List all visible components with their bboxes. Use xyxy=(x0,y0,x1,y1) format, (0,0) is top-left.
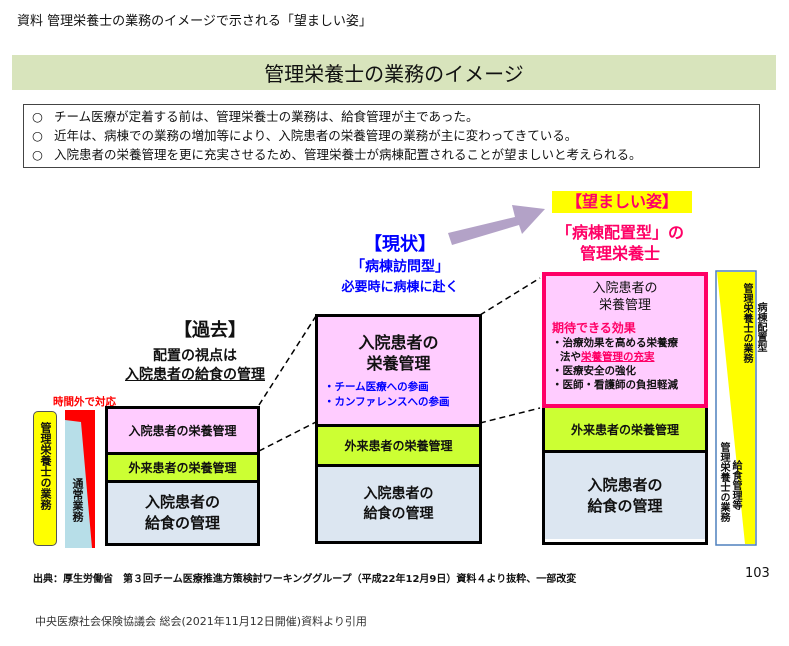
summary-item: ○ 入院患者の栄養管理を更に充実させるため、管理栄養士が病棟配置されることが望ま… xyxy=(32,145,751,164)
current-heading: 【現状】 xyxy=(364,234,436,255)
source-note: 出典：厚生労働省 第３回チーム医療推進方策検討ワーキンググループ（平成22年12… xyxy=(33,574,577,585)
progress-arrow-icon xyxy=(448,205,545,245)
ward-deployment-area xyxy=(717,272,755,544)
dietitian-work-label: 管理栄養士の業務 xyxy=(33,411,57,546)
circle-bullet-icon: ○ xyxy=(32,128,43,143)
effects-list: ・治療効果を高める栄養療 法や栄養管理の充実 ・医療安全の強化 ・医師・看護師の… xyxy=(552,336,698,392)
summary-item: ○ チーム医療が定着する前は、管理栄養士の業務は、給食管理が主であった。 xyxy=(32,107,751,126)
block-label: 外来患者の栄養管理 xyxy=(128,461,237,475)
past-sub1: 配置の視点は xyxy=(153,348,237,364)
block-label: 給食の管理 xyxy=(587,497,663,515)
summary-text: 入院患者の栄養管理を更に充実させるため、管理栄養士が病棟配置されることが望ましい… xyxy=(54,147,642,162)
current-activities: ・チーム医療への参画 ・カンファレンスへの参画 xyxy=(318,380,449,410)
current-type: 「病棟訪問型」 xyxy=(351,259,449,275)
desired-outpatient-nutrition: 外来患者の栄養管理 xyxy=(545,408,705,450)
effects-title: 期待できる効果 xyxy=(552,321,636,335)
block-label: 入院患者の xyxy=(363,486,434,502)
workload-wedge xyxy=(715,270,757,546)
block-label: 給食の管理 xyxy=(363,506,434,522)
past-inpatient-nutrition: 入院患者の栄養管理 xyxy=(108,409,257,452)
past-meal-management: 入院患者の 給食の管理 xyxy=(108,480,257,543)
past-outpatient-nutrition: 外来患者の栄養管理 xyxy=(108,452,257,480)
block-label: 入院患者の栄養管理 xyxy=(128,424,237,438)
document-caption: 資料 管理栄養士の業務のイメージで示される「望ましい姿」 xyxy=(17,14,372,29)
past-stack: 入院患者の栄養管理 外来患者の栄養管理 入院患者の 給食の管理 xyxy=(105,406,260,546)
regular-work-label: 通常業務 xyxy=(71,478,84,522)
block-label: 栄養管理 xyxy=(366,353,431,373)
title-band: 管理栄養士の業務のイメージ xyxy=(12,55,776,90)
block-label: 入院患者の xyxy=(144,493,220,511)
connector-line xyxy=(258,315,317,406)
connector-line xyxy=(479,277,541,316)
wedge-upper-a: 管理栄養士の業務 xyxy=(741,283,752,363)
wedge-lower-b: 給食管理等 xyxy=(730,460,741,510)
desired-type-line2: 管理栄養士 xyxy=(579,244,660,263)
overtime-wedge xyxy=(65,410,95,548)
overtime-label: 時間外で対応 xyxy=(53,396,116,408)
effect-text: 法や xyxy=(560,351,581,363)
current-inpatient-nutrition: 入院患者の 栄養管理 ・チーム医療への参画 ・カンファレンスへの参画 xyxy=(318,317,479,424)
page-title: 管理栄養士の業務のイメージ xyxy=(264,62,524,86)
dietitian-work-text: 管理栄養士の業務 xyxy=(39,422,52,510)
workload-bar xyxy=(65,410,95,548)
desired-meal-management: 入院患者の 給食の管理 xyxy=(545,450,705,539)
past-heading: 【過去】 xyxy=(174,320,246,341)
circle-bullet-icon: ○ xyxy=(32,147,43,162)
current-meal-management: 入院患者の 給食の管理 xyxy=(318,464,479,541)
block-label: 栄養管理 xyxy=(598,298,651,313)
block-label: 給食の管理 xyxy=(144,514,220,532)
block-label: 外来患者の栄養管理 xyxy=(570,422,679,437)
connector-line xyxy=(258,421,317,452)
current-outpatient-nutrition: 外来患者の栄養管理 xyxy=(318,424,479,464)
block-label: 入院患者の xyxy=(592,281,658,296)
activity-item: ・チーム医療への参画 xyxy=(324,380,429,393)
block-label: 入院患者の xyxy=(358,332,439,352)
citation: 中央医療社会保険協議会 総会(2021年11月12日開催)資料より引用 xyxy=(35,615,367,628)
desired-inpatient-nutrition: 入院患者の 栄養管理 期待できる効果 ・治療効果を高める栄養療 法や栄養管理の充… xyxy=(542,272,708,408)
wedge-lower-a: 管理栄養士の業務 xyxy=(718,442,729,522)
effect-item: ・治療効果を高める栄養療 xyxy=(552,337,678,349)
summary-text: 近年は、病棟での業務の増加等により、入院患者の栄養管理の業務が主に変わってきてい… xyxy=(54,128,578,143)
effect-item: 法や栄養管理の充実 xyxy=(552,350,698,364)
block-label: 入院患者の xyxy=(587,476,663,494)
connector-line xyxy=(479,407,541,424)
effect-item: ・医師・看護師の負担軽減 xyxy=(552,379,678,391)
current-description: 必要時に病棟に赴く xyxy=(341,280,459,295)
summary-box: ○ チーム医療が定着する前は、管理栄養士の業務は、給食管理が主であった。 ○ 近… xyxy=(23,104,760,168)
circle-bullet-icon: ○ xyxy=(32,109,43,124)
effect-highlight: 栄養管理の充実 xyxy=(581,351,655,363)
page-number: 103 xyxy=(745,566,770,581)
desired-stack: 入院患者の 栄養管理 期待できる効果 ・治療効果を高める栄養療 法や栄養管理の充… xyxy=(542,272,708,545)
block-label: 外来患者の栄養管理 xyxy=(344,439,453,453)
summary-item: ○ 近年は、病棟での業務の増加等により、入院患者の栄養管理の業務が主に変わってき… xyxy=(32,126,751,145)
wedge-upper-b: 病棟配置型 xyxy=(755,302,766,352)
summary-text: チーム医療が定着する前は、管理栄養士の業務は、給食管理が主であった。 xyxy=(54,109,479,124)
effect-item: ・医療安全の強化 xyxy=(552,365,636,377)
desired-type-line1: 「病棟配置型」の xyxy=(555,223,684,242)
current-stack: 入院患者の 栄養管理 ・チーム医療への参画 ・カンファレンスへの参画 外来患者の… xyxy=(315,314,482,544)
desired-heading: 【望ましい姿】 xyxy=(552,191,692,213)
past-sub2: 入院患者の給食の管理 xyxy=(125,367,265,383)
activity-item: ・カンファレンスへの参画 xyxy=(324,395,450,408)
